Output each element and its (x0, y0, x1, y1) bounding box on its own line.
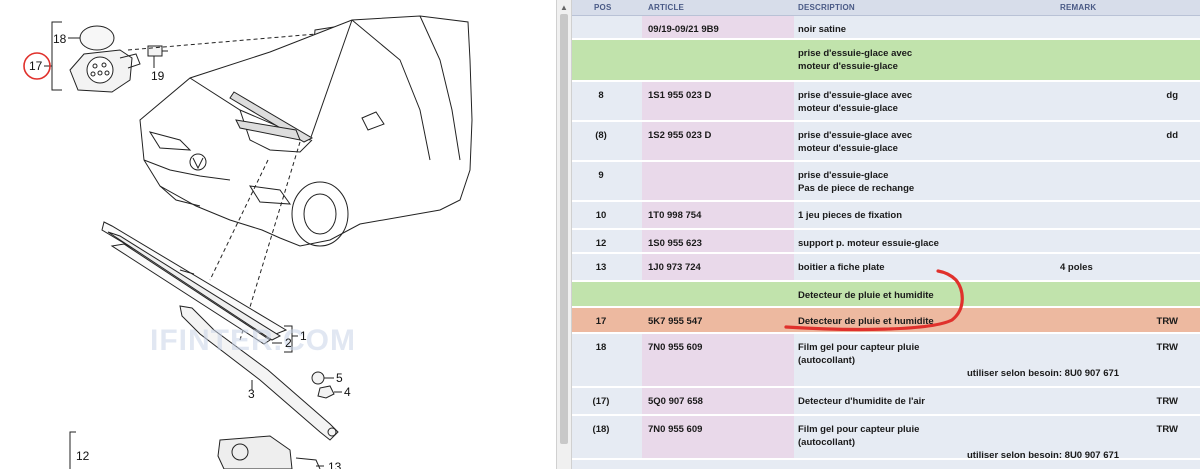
row-description-line: prise d'essuie-glace avec (798, 90, 913, 101)
table-header: POS ARTICLE DESCRIPTION REMARK (572, 0, 1200, 16)
row-description-line: Film gel pour capteur pluie (798, 342, 920, 353)
row-article: 5K7 955 547 (648, 316, 703, 327)
row-pos: 18 (595, 342, 607, 353)
header-description[interactable]: DESCRIPTION (798, 3, 855, 12)
callout-3: 3 (248, 387, 255, 401)
row-remark: TRW (1156, 396, 1178, 407)
callout-12: 12 (76, 449, 90, 463)
table-row[interactable]: prise d'essuie-glace avec moteur d'essuie… (572, 40, 1200, 82)
table-row[interactable]: 13 1J0 973 724 boitier a fiche plate 4 pole… (572, 254, 1200, 282)
row-note: utiliser selon besoin: 8U0 907 671 (967, 368, 1120, 379)
row-article: 1T0 998 754 (648, 210, 702, 221)
article-column-shade (642, 162, 794, 200)
diagram-watermark: IFINTER.COM (150, 324, 356, 357)
row-pos: (8) (595, 130, 607, 141)
row-remark: dg (1166, 90, 1178, 101)
table-row[interactable]: (17) 5Q0 907 658 Detecteur d'humidite de l… (572, 388, 1200, 416)
article-column-shade (642, 122, 794, 160)
header-remark[interactable]: REMARK (1060, 3, 1097, 12)
row-description-line: Detecteur de pluie et humidite (798, 316, 934, 327)
scrollbar-thumb[interactable] (560, 14, 568, 444)
row-article: 09/19-09/21 9B9 (648, 24, 719, 35)
row-description-line: moteur d'essuie-glace (798, 143, 898, 154)
row-pos: 9 (598, 170, 604, 181)
row-description-line: (autocollant) (798, 355, 855, 366)
article-column-shade (642, 334, 794, 386)
vertical-scrollbar[interactable]: ▲ (556, 0, 572, 469)
article-column-shade (642, 416, 794, 458)
row-description-line: Pas de piece de rechange (798, 183, 915, 194)
parts-table: POS ARTICLE DESCRIPTION REMARK 09/19-09/… (572, 0, 1200, 469)
row-article: 5Q0 907 658 (648, 396, 703, 407)
row-description-line: Detecteur d'humidite de l'air (798, 396, 925, 407)
article-column-shade (642, 82, 794, 120)
header-pos[interactable]: POS (594, 3, 612, 12)
table-row[interactable]: (8) 1S2 955 023 D prise d'essuie-glace ave… (572, 122, 1200, 162)
row-pos: (18) (592, 424, 610, 435)
row-pos: 12 (595, 238, 607, 249)
row-description-line: 1 jeu pieces de fixation (798, 210, 903, 221)
row-article: 1S0 955 623 (648, 238, 702, 249)
article-column-shade (642, 202, 794, 228)
row-description-line: moteur d'essuie-glace (798, 61, 898, 72)
table-row[interactable]: (18) 7N0 955 609 Film gel pour capteur plu… (572, 416, 1200, 461)
row-description-line: prise d'essuie-glace avec (798, 48, 913, 59)
row-pos: 8 (598, 90, 604, 101)
row-article: 1S2 955 023 D (648, 130, 712, 141)
table-row[interactable]: 8 1S1 955 023 D prise d'essuie-glace avec m… (572, 82, 1200, 122)
row-description-line: noir satine (798, 24, 847, 35)
callout-19: 19 (151, 69, 165, 83)
article-column-shade (642, 16, 794, 38)
row-description-line: Film gel pour capteur pluie (798, 424, 920, 435)
article-column-shade (642, 388, 794, 414)
article-column-shade (642, 254, 794, 280)
row-description-line: prise d'essuie-glace avec (798, 130, 913, 141)
row-description-line: prise d'essuie-glace (798, 170, 889, 181)
row-remark: TRW (1156, 316, 1178, 327)
table-row[interactable]: 12 1S0 955 623 support p. moteur essuie-gl… (572, 230, 1200, 254)
callout-1: 1 (300, 329, 307, 343)
row-pos: (17) (592, 396, 610, 407)
article-column-shade (642, 230, 794, 252)
row-description-line: Detecteur de pluie et humidite (798, 290, 934, 301)
table-row[interactable]: 18 7N0 955 609 Film gel pour capteur pluie… (572, 334, 1200, 388)
callout-13: 13 (328, 460, 342, 469)
header-article[interactable]: ARTICLE (648, 3, 685, 12)
callout-18: 18 (53, 32, 67, 46)
callout-4: 4 (344, 385, 351, 399)
table-row[interactable]: 17 5K7 955 547 Detecteur de pluie et humid… (572, 308, 1200, 334)
scroll-up-icon[interactable]: ▲ (560, 3, 568, 12)
callout-5: 5 (336, 371, 343, 385)
callout-2: 2 (285, 336, 292, 350)
callout-17: 17 (29, 59, 43, 73)
row-description-line: boitier a fiche plate (798, 262, 885, 273)
row-pos: 13 (595, 262, 607, 273)
row-description-line: (autocollant) (798, 437, 855, 448)
table-row[interactable]: Detecteur de pluie et humidite (572, 282, 1200, 308)
table-row[interactable]: 09/19-09/21 9B9 noir satine (572, 16, 1200, 40)
row-remark-detail: 4 poles (1060, 262, 1093, 273)
row-article: 1S1 955 023 D (648, 90, 712, 101)
row-remark: dd (1166, 130, 1178, 141)
diagram-drawing: IFINTER.COM 18 17 19 1 2 3 5 4 12 13 (23, 15, 473, 469)
table-row[interactable]: 10 1T0 998 754 1 jeu pieces de fixation (572, 202, 1200, 230)
row-pos: 17 (595, 316, 607, 327)
row-remark: TRW (1156, 342, 1178, 353)
row-note: utiliser selon besoin: 8U0 907 671 (967, 450, 1120, 461)
row-article: 7N0 955 609 (648, 424, 703, 435)
row-description-line: support p. moteur essuie-glace (798, 238, 939, 249)
row-article: 7N0 955 609 (648, 342, 703, 353)
row-description-line: moteur d'essuie-glace (798, 103, 898, 114)
parts-diagram: IFINTER.COM 18 17 19 1 2 3 5 4 12 13 (0, 0, 556, 469)
row-article: 1J0 973 724 (648, 262, 701, 273)
row-pos: 10 (595, 210, 607, 221)
row-remark: TRW (1156, 424, 1178, 435)
highlight-circle (23, 52, 51, 80)
